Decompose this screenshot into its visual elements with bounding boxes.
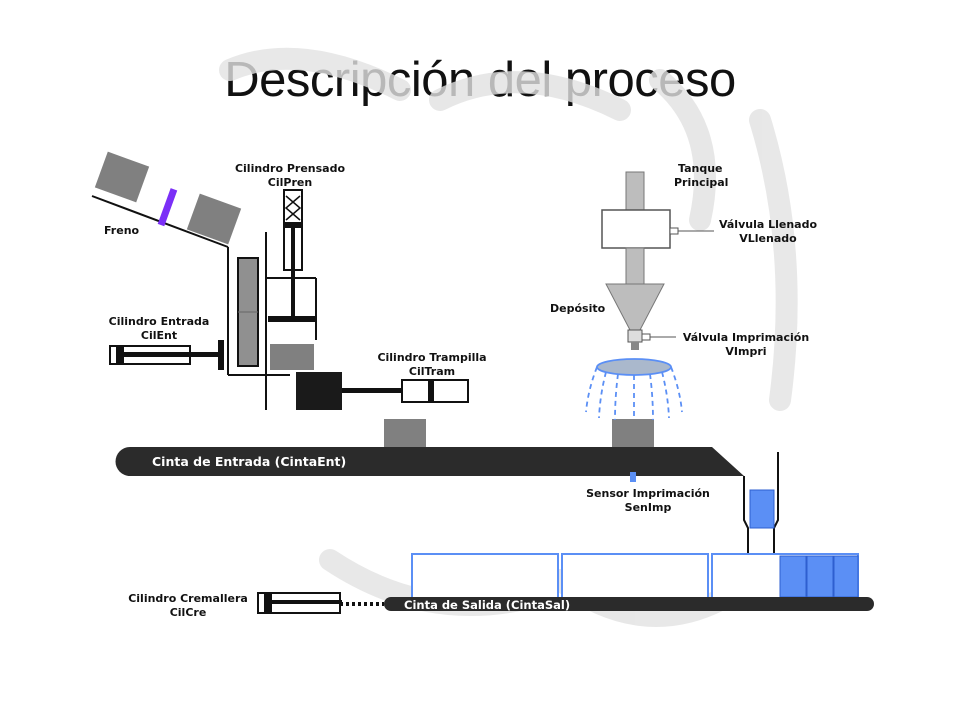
- label-freno: Freno: [104, 224, 140, 237]
- exit-belt: [384, 597, 874, 611]
- label-cil-entrada-1: Cilindro Entrada: [109, 315, 210, 328]
- label-tanque-2: Principal: [674, 176, 728, 189]
- label-cil-prensado-1: Cilindro Prensado: [235, 162, 346, 175]
- cylinder-prensado: [266, 189, 317, 340]
- label-deposito: Depósito: [550, 302, 606, 315]
- label-cil-trampilla-1: Cilindro Trampilla: [377, 351, 486, 364]
- cylinder-trampilla: [296, 372, 469, 410]
- label-tanque-1: Tanque: [678, 162, 723, 175]
- box-in-chute: [749, 489, 775, 529]
- label-cil-prensado-2: CilPren: [268, 176, 312, 189]
- label-cil-cremallera-2: CilCre: [170, 606, 207, 619]
- leader-lines: [650, 230, 714, 338]
- label-cinta-entrada: Cinta de Entrada (CintaEnt): [152, 454, 346, 469]
- label-cil-entrada-2: CilEnt: [141, 329, 177, 342]
- deposit-cone: [605, 283, 665, 350]
- filled-crates: [779, 555, 859, 598]
- main-tank: [601, 171, 679, 285]
- entry-belt: [115, 447, 744, 476]
- label-valvula-llenado-2: VLlenado: [739, 232, 797, 245]
- label-sensor-2: SenImp: [625, 501, 672, 514]
- box-on-entry-belt-1: [384, 419, 426, 447]
- label-cinta-salida: Cinta de Salida (CintaSal): [404, 598, 570, 612]
- spray-pattern: [585, 358, 683, 421]
- drop-chute: [743, 452, 779, 556]
- cylinder-entrada: [109, 340, 224, 370]
- box-under-press: [270, 344, 314, 370]
- label-valvula-impr-2: VImpri: [725, 345, 766, 358]
- box-on-chute-2: [186, 193, 242, 245]
- sensor-imprimacion: [630, 472, 636, 482]
- box-on-entry-belt-2: [612, 419, 654, 447]
- label-valvula-impr-1: Válvula Imprimación: [683, 331, 809, 344]
- label-cil-trampilla-2: CilTram: [409, 365, 455, 378]
- brake-freno: [157, 188, 178, 227]
- cylinder-cremallera: [257, 592, 384, 614]
- label-valvula-llenado-1: Válvula Llenado: [719, 218, 817, 231]
- label-cil-cremallera-1: Cilindro Cremallera: [128, 592, 248, 605]
- box-on-chute-1: [94, 151, 150, 203]
- label-sensor-1: Sensor Imprimación: [586, 487, 710, 500]
